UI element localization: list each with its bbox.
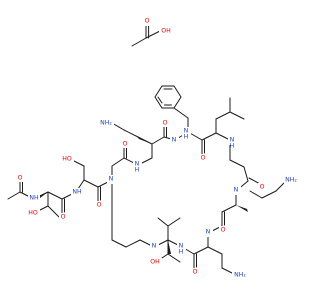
n-acetyl-threonine xyxy=(7,177,77,219)
carbonyl-oxygen-bottom: O xyxy=(193,269,198,276)
carbonyl-oxygen-upper-left: O xyxy=(123,141,128,148)
carbonyl-oxygen-threonine: O xyxy=(61,214,66,221)
hydroxyl-threonine-left: HO xyxy=(28,210,38,217)
molecule-structure-canvas: O OH NH₂ NH₂ NH₂ N N N N N N N N N H H H xyxy=(7,17,300,280)
amide-nh-acetyl: NH xyxy=(29,195,39,202)
acetic-acid-hydroxyl: OH xyxy=(161,28,171,35)
carbonyl-oxygen-bottom-right: O xyxy=(221,227,226,234)
ring-nitrogen-bottom-left: N xyxy=(152,243,157,250)
carbonyl-oxygen-acetyl: O xyxy=(18,175,23,182)
amide-nh-serine: NH xyxy=(72,189,82,196)
ring-nitrogen-dab: N xyxy=(172,137,177,144)
benzene-ring xyxy=(154,85,189,119)
ring-nitrogen-phe: N xyxy=(184,128,189,135)
atom-labels: O OH NH₂ NH₂ NH₂ N N N N N N N N N H H H xyxy=(16,17,300,280)
carbonyl-oxygen-right: O xyxy=(260,184,265,191)
ring-nitrogen-bottom: N xyxy=(179,243,184,250)
stereo-wedges xyxy=(36,135,248,254)
ring-nitrogen-upper-left: N xyxy=(135,161,140,168)
dab-side-chain-right xyxy=(249,180,287,199)
amine-label-bottom: NH₂ xyxy=(234,272,246,279)
carbonyl-oxygen-phe: O xyxy=(163,120,168,127)
amine-label-upper-left: NH₂ xyxy=(100,120,112,127)
ring-hydrogen-leu: H xyxy=(230,143,235,150)
macrocycle-backbone xyxy=(111,117,263,269)
ring-nitrogen-right: N xyxy=(234,187,239,194)
amine-label-right: NH₂ xyxy=(285,177,297,184)
acetic-acid-oxygen: O xyxy=(145,18,150,25)
hydroxyl-threonine-bottom: OH xyxy=(150,259,160,266)
ring-nitrogen-bottom-right: N xyxy=(206,229,211,236)
leucine-side-chain xyxy=(215,97,245,134)
acetic-acid-fragment xyxy=(131,23,161,47)
ring-nitrogen-left: N xyxy=(109,176,114,183)
dab-side-chain-bottom xyxy=(207,246,237,276)
hydroxyl-serine: HO xyxy=(62,156,72,163)
ring-hydrogen-bottom: H xyxy=(179,249,184,256)
ring-hydrogen-phe: H xyxy=(184,134,189,141)
carbonyl-oxygen-serine: O xyxy=(97,202,102,209)
ring-hydrogen-upper-left: H xyxy=(135,167,140,174)
structure-drawing: O OH NH₂ NH₂ NH₂ N N N N N N N N N H H H xyxy=(7,17,300,280)
ring-nitrogen-leu: N xyxy=(230,137,235,144)
carbonyl-oxygen-leu: O xyxy=(201,155,206,162)
